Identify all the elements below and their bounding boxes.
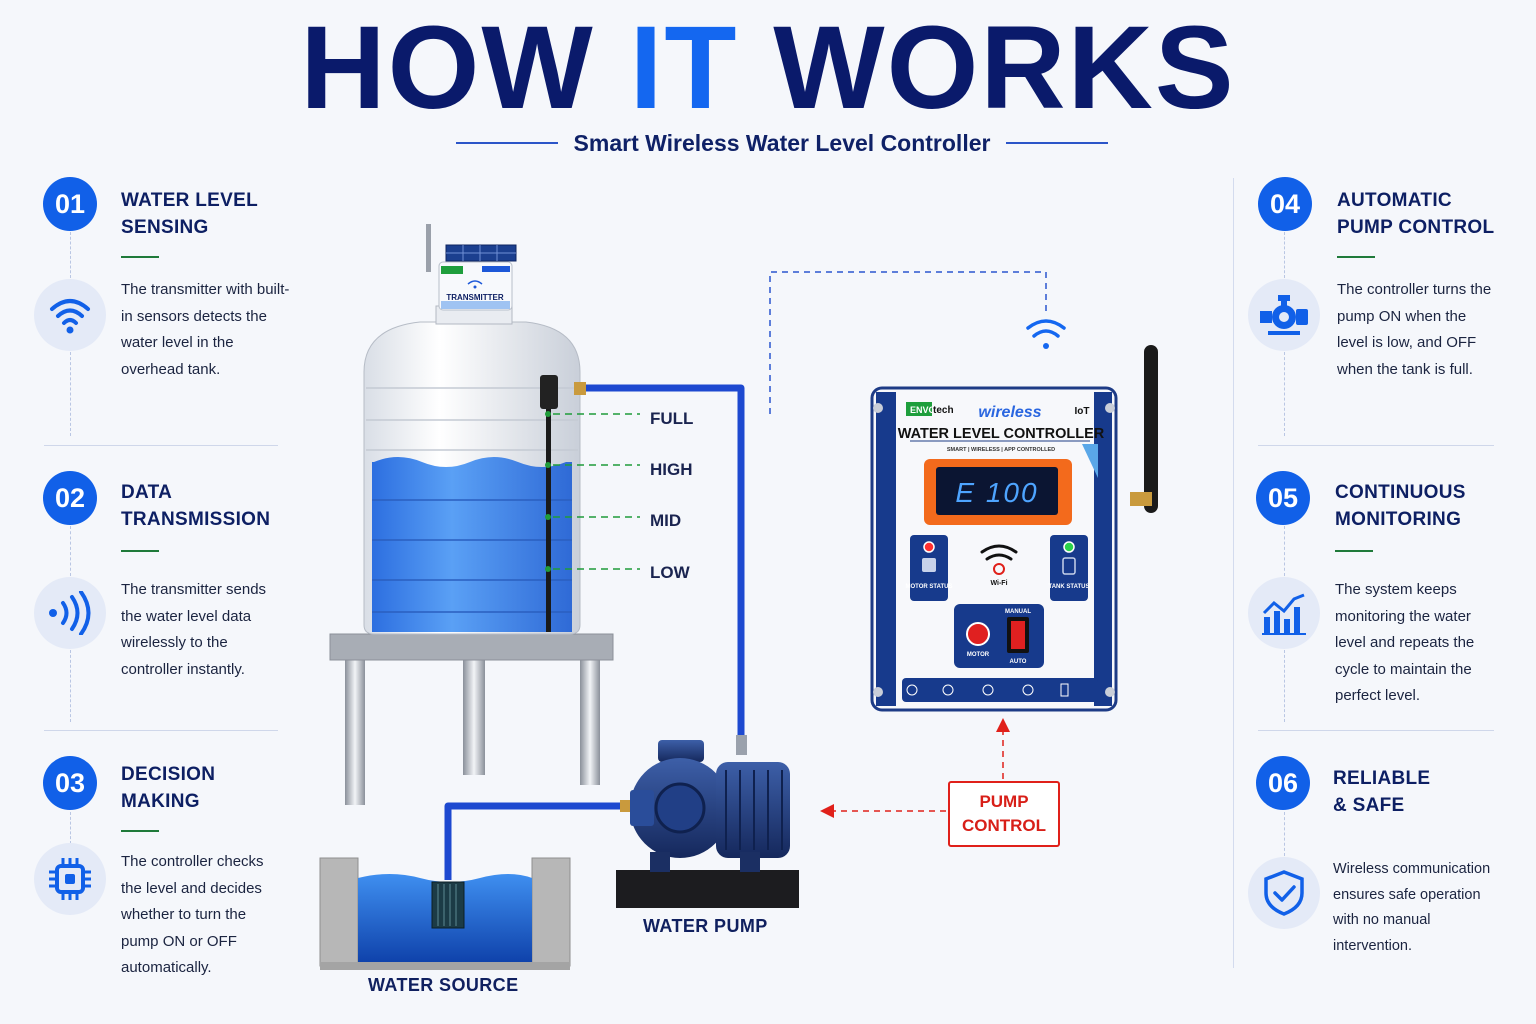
controller-wireless-label: wireless [978, 404, 1041, 421]
tank-stand [329, 633, 614, 805]
motor-status-label: MOTOR STATUS [906, 584, 953, 590]
right-separator-1 [1258, 445, 1494, 446]
water-source-label: WATER SOURCE [368, 975, 519, 995]
step1-connector-2 [70, 352, 71, 436]
step-2-title: DATA TRANSMISSION [121, 482, 271, 530]
wireless-link [769, 271, 1047, 414]
water-pump [616, 740, 799, 908]
controller-brand-left: ENVO [910, 405, 936, 415]
right-separator-2 [1258, 730, 1494, 731]
step6-connector [1284, 812, 1285, 856]
controller-iot-label: IoT [1075, 406, 1090, 417]
pump-control-line-1: PUMP [979, 792, 1029, 811]
step-2-rule [121, 550, 159, 552]
wifi-label: Wi-Fi [990, 580, 1007, 587]
bar-chart-icon [1248, 577, 1320, 649]
wifi-icon [34, 279, 106, 351]
step-5-number: 05 [1256, 471, 1310, 525]
step-3-text: The controller checks the level and deci… [121, 853, 264, 976]
step4-connector [1284, 232, 1285, 278]
step-1-rule [121, 256, 159, 258]
step-2-number: 02 [43, 471, 97, 525]
controller-antenna [1130, 345, 1158, 513]
controller-unit [870, 386, 1118, 712]
auto-label: AUTO [1010, 659, 1027, 665]
step3-connector [70, 812, 71, 844]
water-pump-label: WATER PUMP [643, 916, 768, 936]
step-4-number: 04 [1258, 177, 1312, 231]
transmitter-label: TRANSMITTER [446, 293, 504, 302]
step-1-number: 01 [43, 177, 97, 231]
chip-icon [34, 843, 106, 915]
tank-status-label: TANK STATUS [1049, 584, 1090, 590]
left-separator-1 [44, 445, 278, 446]
pump-control-box: PUMP CONTROL [948, 781, 1060, 847]
subtitle-line-left [456, 142, 558, 144]
subtitle-row: Smart Wireless Water Level Controller [456, 126, 1109, 160]
step-5-title: CONTINUOUS MONITORING [1335, 482, 1466, 530]
pump-control-line-2: CONTROL [961, 816, 1047, 835]
controller-title: WATER LEVEL CONTROLLER [898, 426, 1105, 442]
wireless-link-icon [1026, 319, 1066, 349]
transmitter-device [426, 224, 517, 311]
controller-display: E 100 [955, 477, 1038, 508]
title-part-2: WORKS [738, 2, 1236, 134]
step4-connector-2 [1284, 352, 1285, 436]
level-mid: MID [650, 511, 682, 530]
step5-connector-2 [1284, 650, 1285, 722]
step-6-text: Wireless communication ensures safe oper… [1333, 861, 1491, 954]
motor-button-label: MOTOR [967, 652, 990, 658]
title-accent: IT [629, 2, 739, 134]
step-2-text: The transmitter sends the water level da… [121, 581, 267, 678]
step-4-text: The controller turns the pump ON when th… [1337, 281, 1492, 378]
step-5-text: The system keeps monitoring the water le… [1335, 581, 1475, 704]
signal-waves-icon [34, 577, 106, 649]
page-title: HOW IT WORKS [0, 8, 1536, 128]
level-full: FULL [650, 409, 694, 428]
step-4-rule [1337, 256, 1375, 258]
step-1-title: WATER LEVEL SENSING [121, 190, 259, 238]
subtitle-line-right [1006, 142, 1109, 144]
subtitle: Smart Wireless Water Level Controller [573, 129, 991, 156]
pipe-network [444, 384, 745, 880]
step2-connector [70, 526, 71, 576]
step-6-title: RELIABLE & SAFE [1333, 768, 1431, 816]
step-3-title: DECISION MAKING [121, 764, 216, 812]
controller-tagline: SMART | WIRELESS | APP CONTROLLED [947, 447, 1055, 453]
step-4-title: AUTOMATIC PUMP CONTROL [1337, 190, 1495, 238]
pump-control-arrows [832, 730, 1004, 812]
title-part-1: HOW [300, 2, 630, 134]
left-separator-2 [44, 730, 278, 731]
step2-connector-2 [70, 650, 71, 722]
level-markers [553, 413, 640, 570]
pump-icon [1248, 279, 1320, 351]
shield-check-icon [1248, 857, 1320, 929]
level-high: HIGH [650, 460, 693, 479]
step-3-number: 03 [43, 756, 97, 810]
step1-connector [70, 232, 71, 278]
step-3-rule [121, 830, 159, 832]
water-source-pool [319, 857, 571, 970]
overhead-tank [363, 305, 581, 635]
step-1-text: The transmitter with built-in sensors de… [121, 281, 290, 378]
controller-brand-right: tech [933, 405, 954, 416]
right-column-divider [1233, 178, 1234, 968]
step5-connector [1284, 526, 1285, 576]
manual-label: MANUAL [1005, 609, 1031, 615]
step-5-rule [1335, 550, 1373, 552]
level-low: LOW [650, 563, 690, 582]
step-6-number: 06 [1256, 756, 1310, 810]
